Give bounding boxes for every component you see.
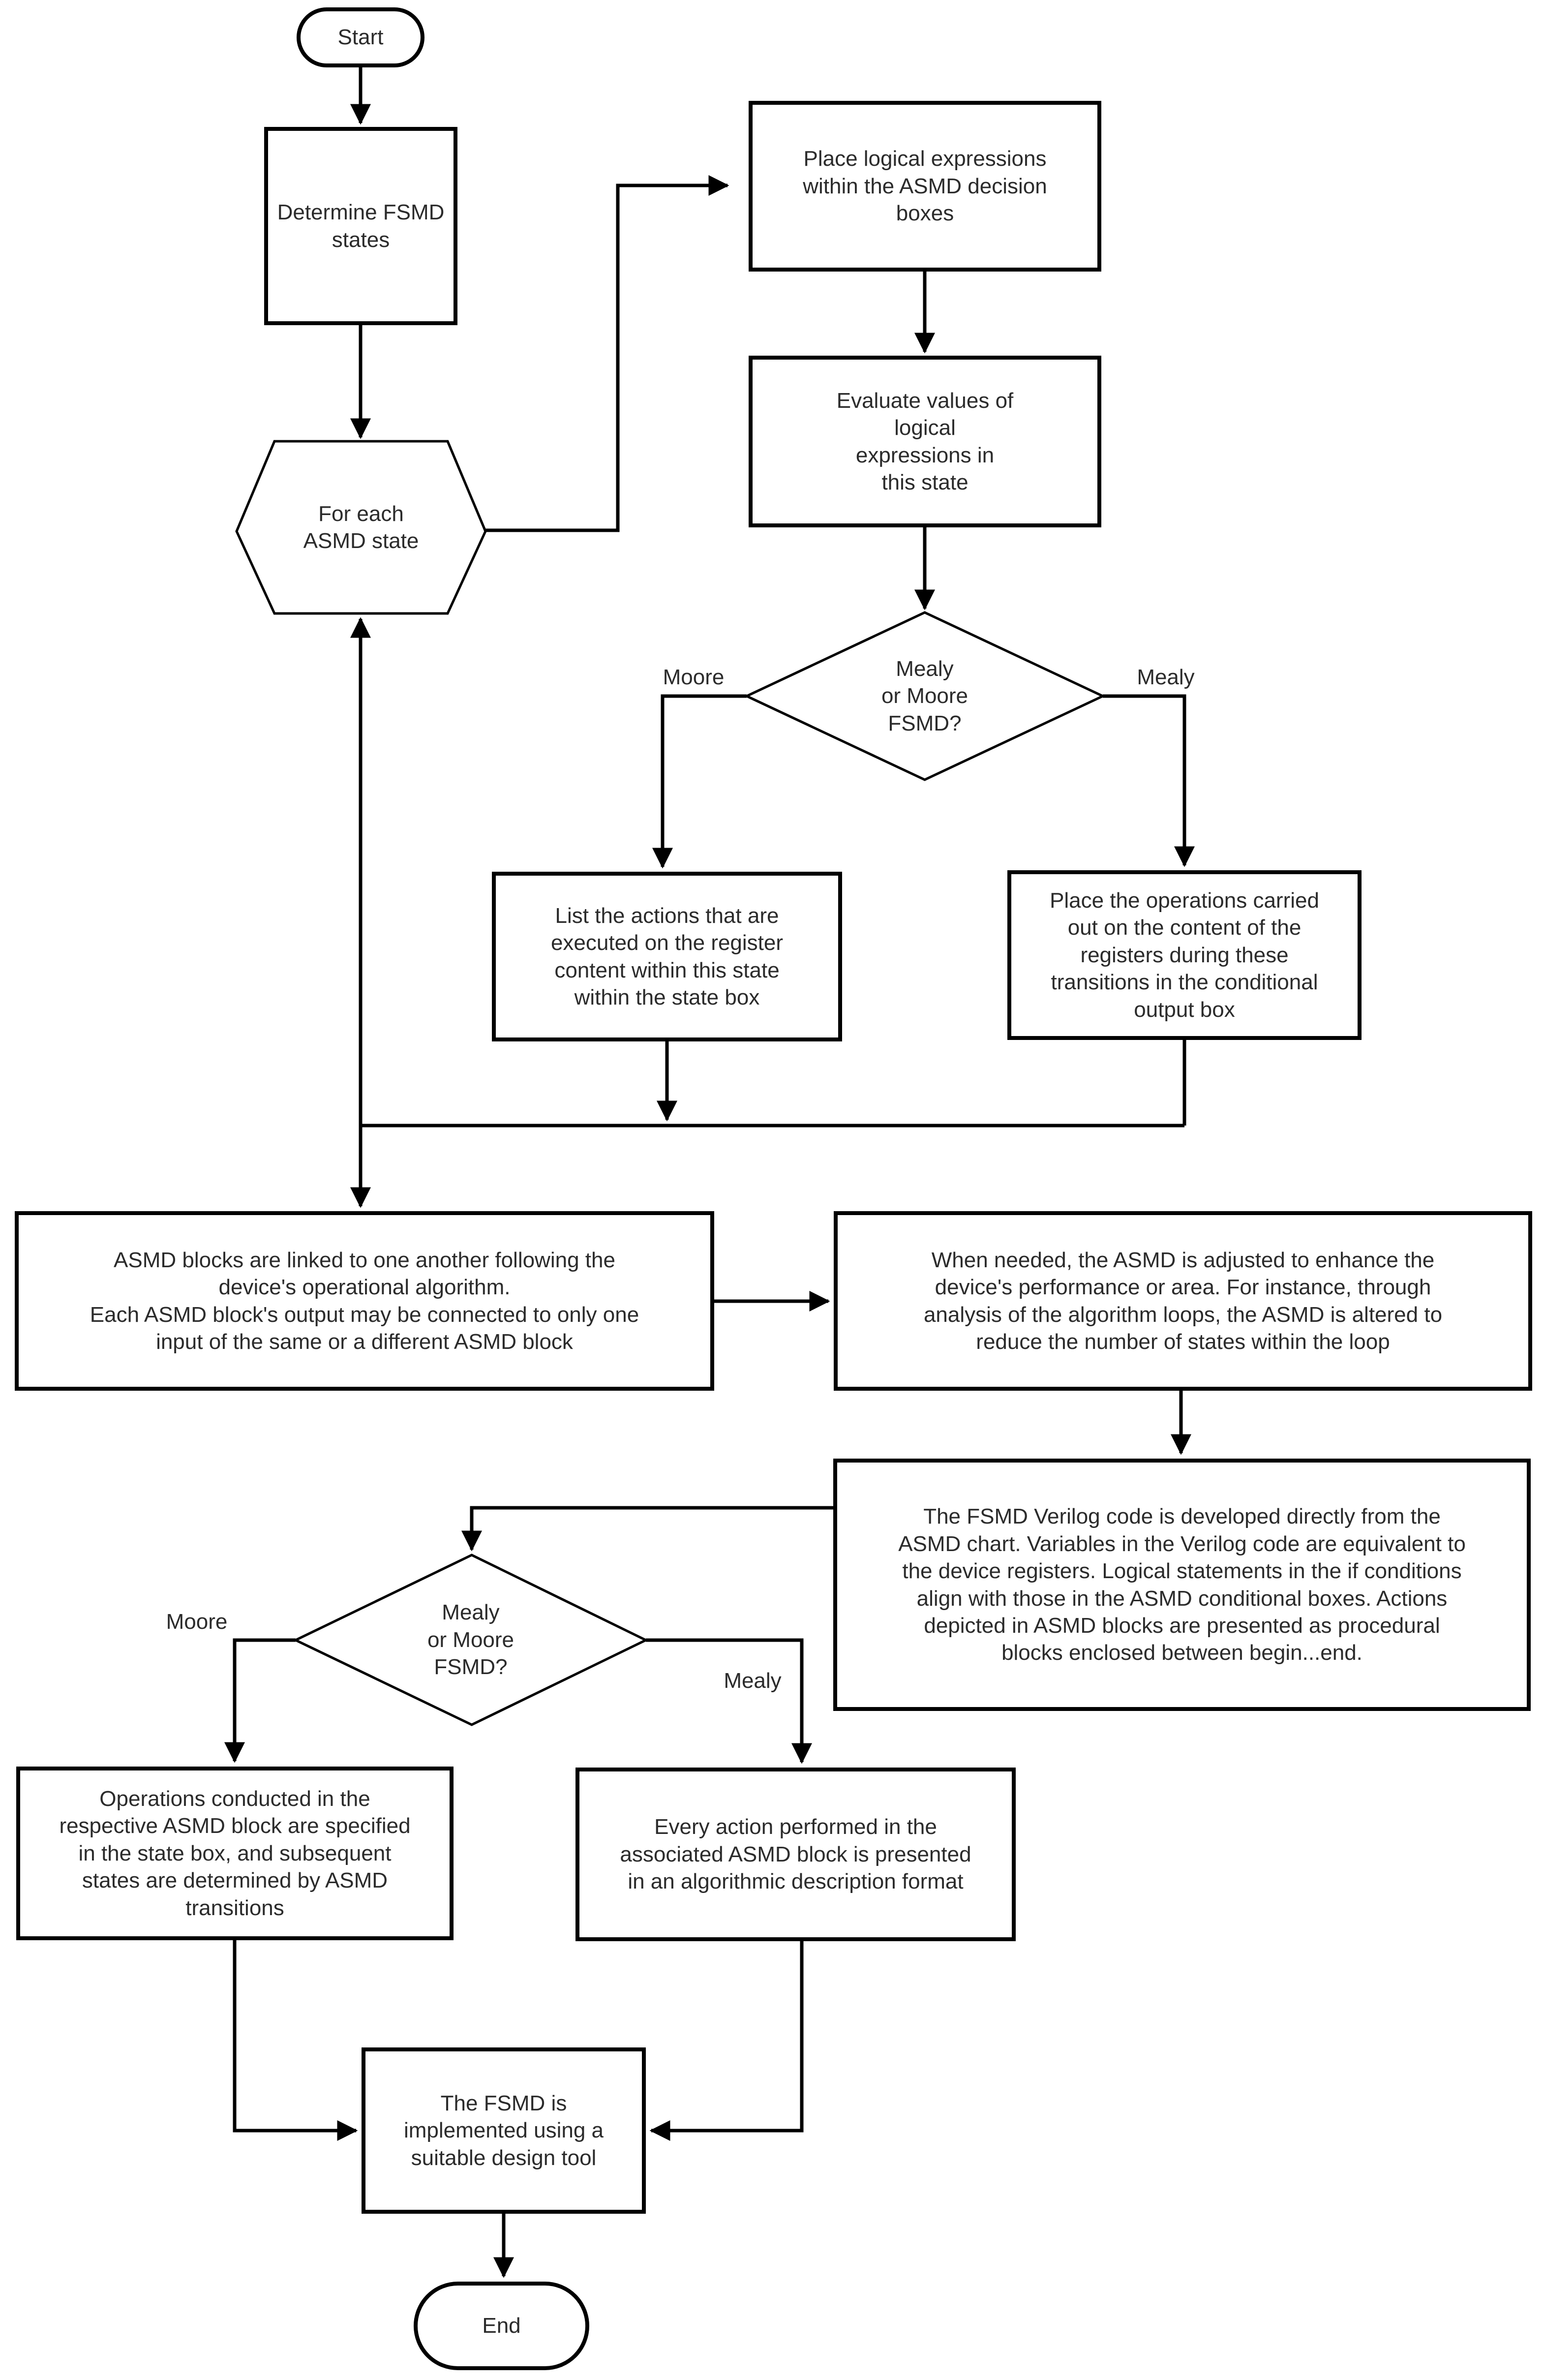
evaluate-values-box: Evaluate values of logical expressions i… <box>749 356 1101 527</box>
for-each-asmd-state-label: For each ASMD state <box>303 501 419 553</box>
edge-diamond2-moore-to-operations <box>224 1638 296 1763</box>
fsmd-verilog-code-box: The FSMD Verilog code is developed direc… <box>833 1459 1531 1711</box>
edge-verilog-to-diamond2 <box>461 1506 833 1552</box>
when-needed-adjust-box: When needed, the ASMD is adjusted to enh… <box>834 1211 1532 1391</box>
determine-fsmd-states-box: Determine FSMD states <box>264 127 457 325</box>
diamond2-shape <box>293 1554 649 1726</box>
branch-label-moore-1: Moore <box>649 665 738 690</box>
place-operations-box: Place the operations carried out on the … <box>1007 870 1362 1040</box>
edge-operations-to-fsmdimpl <box>233 1940 358 2141</box>
mealy-or-moore-decision1-label: Mealy or Moore FSMD? <box>881 656 969 735</box>
branch-label-mealy-2: Mealy <box>706 1669 799 1693</box>
foreach-hexagon-shape <box>235 440 487 615</box>
edge-everyaction-to-fsmdimpl <box>649 1941 804 2141</box>
edge-diamond1-moore-to-list <box>652 694 747 869</box>
list-actions-box: List the actions that are executed on th… <box>492 872 842 1041</box>
diamond1-shape <box>744 611 1106 781</box>
branch-label-mealy-1: Mealy <box>1121 665 1210 690</box>
mealy-or-moore-decision2-label: Mealy or Moore FSMD? <box>427 1600 515 1679</box>
place-logical-expressions-box: Place logical expressions within the ASM… <box>749 101 1101 272</box>
edge-diamond1-mealy-to-placeops <box>1103 694 1195 867</box>
branch-label-moore-2: Moore <box>152 1610 241 1634</box>
edge-foreach-to-place-expr <box>485 175 729 532</box>
asmd-blocks-linked-box: ASMD blocks are linked to one another fo… <box>15 1211 714 1391</box>
start-terminator: Start <box>297 7 424 67</box>
fsmd-implemented-box: The FSMD is implemented using a suitable… <box>362 2047 646 2214</box>
operations-conducted-box: Operations conducted in the respective A… <box>16 1767 454 1940</box>
every-action-performed-box: Every action performed in the associated… <box>575 1768 1016 1941</box>
end-terminator: End <box>414 2282 589 2370</box>
edge-diamond2-mealy-to-everyaction <box>646 1638 812 1764</box>
